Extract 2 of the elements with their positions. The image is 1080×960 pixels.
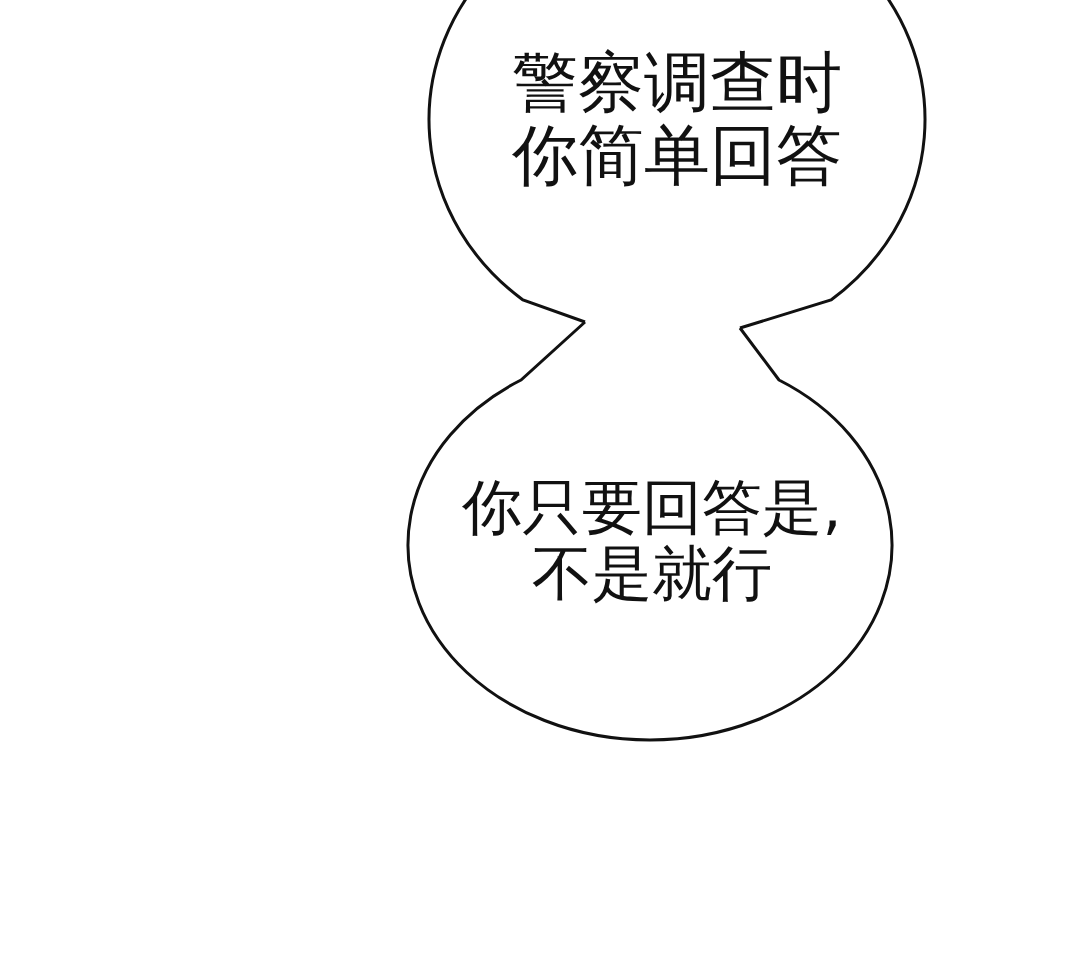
speech-text: 你只要回答是,不是就行 [461,474,843,606]
speech-text: 警察调查时你简单回答 [511,47,843,193]
